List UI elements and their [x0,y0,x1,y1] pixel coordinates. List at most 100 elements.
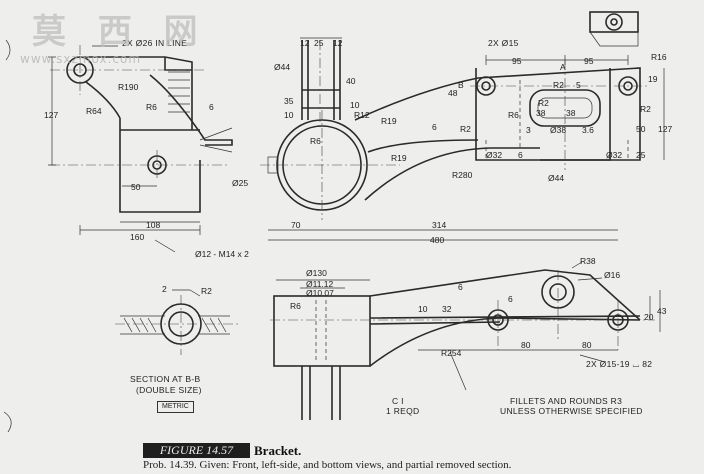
detail-body [589,11,639,33]
dim-40: 40 [346,76,356,86]
fillets-note-1: FILLETS AND ROUNDS R3 [510,396,622,406]
bottom-view: Ø130 Ø11.12 Ø10.07 R6 6 6 10 32 R254 R38… [270,256,667,420]
hub-block [273,295,371,367]
front-view: 12 25 12 Ø44 40 35 10 10 R12 R19 R19 R6 … [232,37,672,245]
lug-chamfer [199,127,233,153]
fillets-note-2: UNLESS OTHERWISE SPECIFIED [500,406,643,416]
page-mark-bottom [3,411,12,433]
dim-10-c: 10 [418,304,428,314]
section-hatch [123,317,227,333]
dim-3-6: 3.6 [582,125,594,135]
dim-38-a: 38 [536,108,546,118]
dim-6-b: 6 [432,122,437,132]
dim-108: 108 [146,220,160,230]
dim-lines-bottom [276,279,661,351]
dim-r6-b: R6 [310,136,321,146]
dim-r2-section: R2 [201,286,212,296]
section-centerlines [115,295,240,355]
dim-6-c: 6 [518,150,523,160]
detail-thumbnail [589,11,639,47]
dim-80-b: 80 [582,340,592,350]
section-dims [172,289,201,297]
arm-lower-r280 [364,147,540,201]
figure-caption: Prob. 14.39. Given: Front, left-side, an… [143,459,512,471]
lug-stems [301,366,341,420]
arm-top-edge [80,56,193,130]
dim-12-a: 12 [300,38,310,48]
dim-r280: R280 [452,170,473,180]
dim-lines-front [268,229,618,241]
holes-top-note: 2X Ø15 [488,38,519,48]
dim-r64: R64 [86,106,102,116]
tapped-note: Ø12 - M14 x 2 [195,249,249,259]
hub-hidden [315,300,327,360]
dim-2: 2 [162,284,167,294]
lug-profile [149,74,233,146]
dim-6-d: 6 [458,282,463,292]
centerlines-front [260,40,648,220]
dim-r2-d: R2 [640,104,651,114]
dim-25-c: 25 [636,150,646,160]
detail-hole [610,18,618,26]
dim-r190: R190 [118,82,139,92]
watermark-logo: 莫 西 网 [32,12,208,52]
dim-43: 43 [657,306,667,316]
dim-r2-c: R2 [460,124,471,134]
dim-r19-b: R19 [391,153,407,163]
dim-35: 35 [284,96,294,106]
dim-32-a: Ø32 [486,150,502,160]
rib-lines [168,71,190,113]
leaders-left [92,45,176,253]
dim-11-12: Ø11.12 [306,279,334,289]
leaders-bottom [449,261,606,391]
dim-70: 70 [291,220,301,230]
dim-314: 314 [432,220,446,230]
section-flanges [120,315,230,335]
dim-19: 19 [648,74,658,84]
dim-44-a: Ø44 [274,62,290,72]
dim-12-b: 12 [333,38,343,48]
slot [529,89,601,127]
dim-3: 3 [526,125,531,135]
dim-50-b: 50 [636,124,646,134]
arm-upper-bottom [369,269,641,321]
in-line-note: 2X Ø26 IN LINE [122,38,187,48]
dim-38-c: Ø38 [550,125,566,135]
dim-r38: R38 [580,256,596,266]
material-note: C I [392,396,404,406]
dim-r6: R6 [146,102,157,112]
upright-lugs [301,40,341,120]
dim-r6-d: R6 [290,301,301,311]
dim-32-b: Ø32 [606,150,622,160]
dim-127-line [48,56,56,166]
metric-label: METRIC [157,401,194,413]
arm-web-bottom [369,315,641,325]
dim-127-left: 127 [44,110,58,120]
section-b-b-view: 2 R2 SECTION AT B-B (DOUBLE SIZE) [115,284,240,395]
dim-r254: R254 [441,348,462,358]
dim-25-a: 25 [314,38,324,48]
dim-95-a: 95 [512,56,522,66]
dim-10-07: Ø10.07 [306,288,334,298]
dim-130: Ø130 [306,268,327,278]
centerlines [50,45,230,180]
required-note: 1 REQD [386,406,419,416]
dim-44-b: Ø44 [548,173,564,183]
figure-label: FIGURE 14.57 [143,443,250,458]
dim-50: 50 [131,182,141,192]
section-title: SECTION AT B-B [130,374,201,384]
dim-10-a: 10 [284,110,294,120]
holes-bottom-note: 2X Ø15-19 ⌴ 82 [586,359,652,369]
dim-160-line [79,225,201,235]
dim-16: Ø16 [604,270,620,280]
dim-38-b: 38 [566,108,576,118]
dim-6-e: 6 [508,294,513,304]
pad-frame [475,68,611,161]
dim-20: 20 [644,312,654,322]
dim-r6-c: R6 [508,110,519,120]
detail-base [589,31,639,47]
section-a-marker: A [560,62,566,72]
dim-95-b: 95 [584,56,594,66]
dim-r12: R12 [354,110,370,120]
